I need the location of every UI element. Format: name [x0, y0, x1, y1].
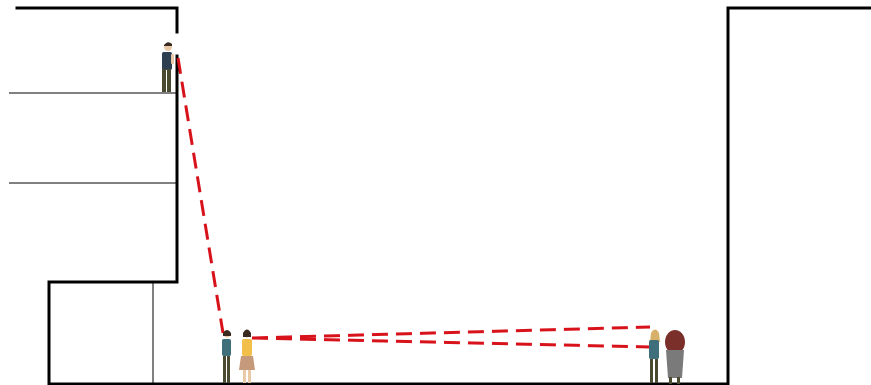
standing-man-icon — [162, 42, 174, 92]
two-women-icon-right — [649, 329, 685, 384]
sightline-street-lower — [251, 336, 651, 349]
sightline-street-upper — [251, 325, 651, 340]
right-building — [726, 6, 871, 385]
two-women-icon — [222, 329, 255, 383]
sightlines — [176, 57, 651, 349]
right-building-outline — [726, 6, 871, 385]
left-building-facade — [47, 54, 179, 385]
left-building-outline — [15, 6, 179, 34]
sightline-balcony-to-street — [176, 57, 225, 334]
left-building — [9, 6, 179, 385]
